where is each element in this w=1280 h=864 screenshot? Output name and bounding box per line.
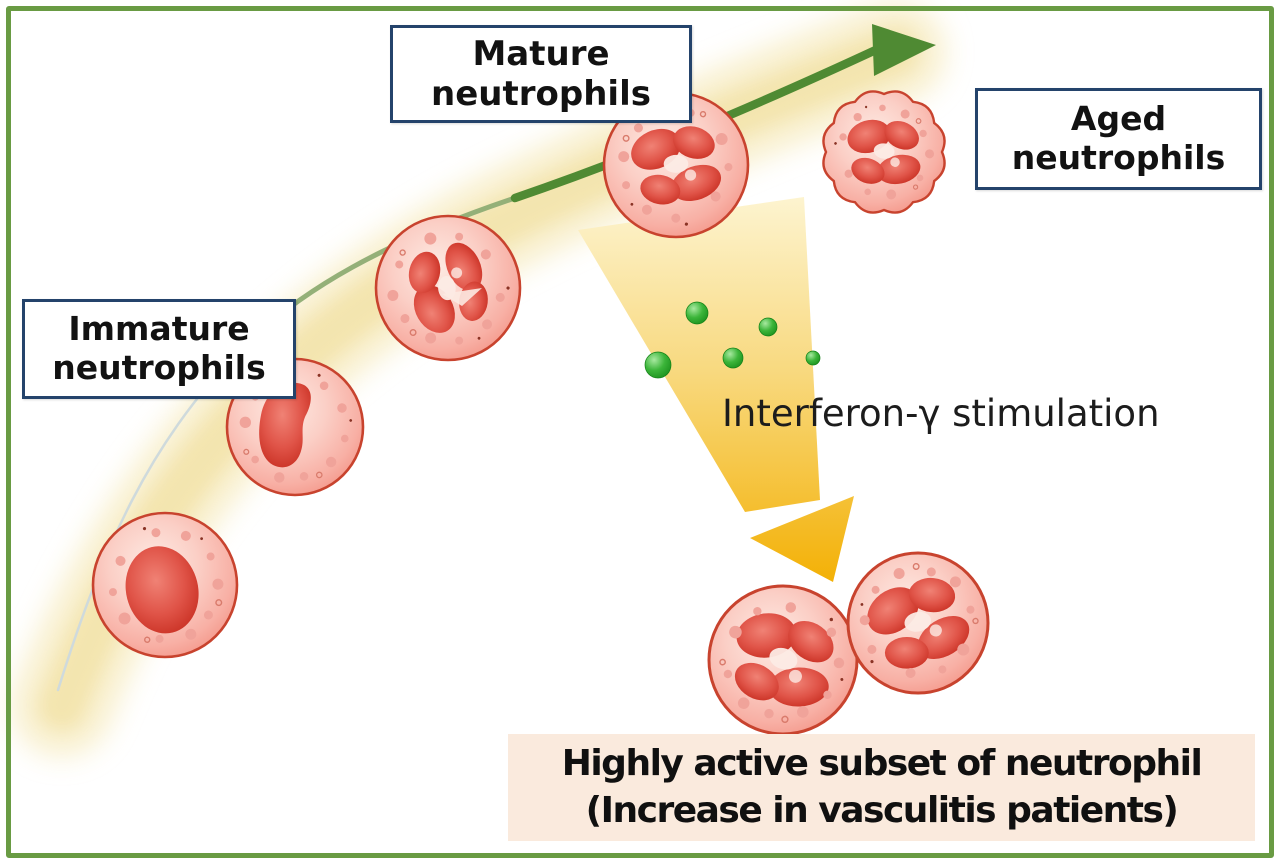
mature-neutrophils-label: Mature neutrophils: [390, 25, 692, 123]
label-line: neutrophils: [431, 74, 651, 114]
highly-active-neutrophil-cell: [707, 584, 859, 736]
immature-neutrophil-cell: [91, 511, 239, 659]
label-line: Mature: [472, 33, 610, 74]
label-line: Aged: [1070, 99, 1167, 139]
ifn-dot-icon: [758, 317, 778, 337]
label-line: Immature: [68, 309, 250, 349]
interferon-dots: [644, 301, 821, 379]
beam-arrowhead-icon: [750, 496, 854, 582]
maturing-neutrophil-cell: [366, 210, 526, 369]
interferon-beam-arrow: [578, 197, 854, 582]
banner-line: (Increase in vasculitis patients): [585, 789, 1179, 831]
interferon-stimulation-label: Interferon-γ stimulation: [722, 392, 1160, 435]
ifn-dot-icon: [805, 350, 821, 366]
banner-line: Highly active subset of neutrophil: [561, 742, 1203, 784]
highly-active-subset-banner: Highly active subset of neutrophil (Incr…: [508, 734, 1255, 841]
immature-neutrophils-label: Immature neutrophils: [22, 299, 296, 399]
label-line: neutrophils: [52, 348, 266, 387]
label-line: neutrophils: [1011, 138, 1226, 177]
ifn-dot-icon: [722, 347, 744, 369]
green-arrowhead-icon: [872, 24, 936, 76]
ifn-dot-icon: [685, 301, 709, 325]
aged-neutrophils-label: Aged neutrophils: [975, 88, 1262, 190]
highly-active-neutrophil-cell: [846, 551, 990, 695]
ifn-dot-icon: [644, 351, 672, 379]
